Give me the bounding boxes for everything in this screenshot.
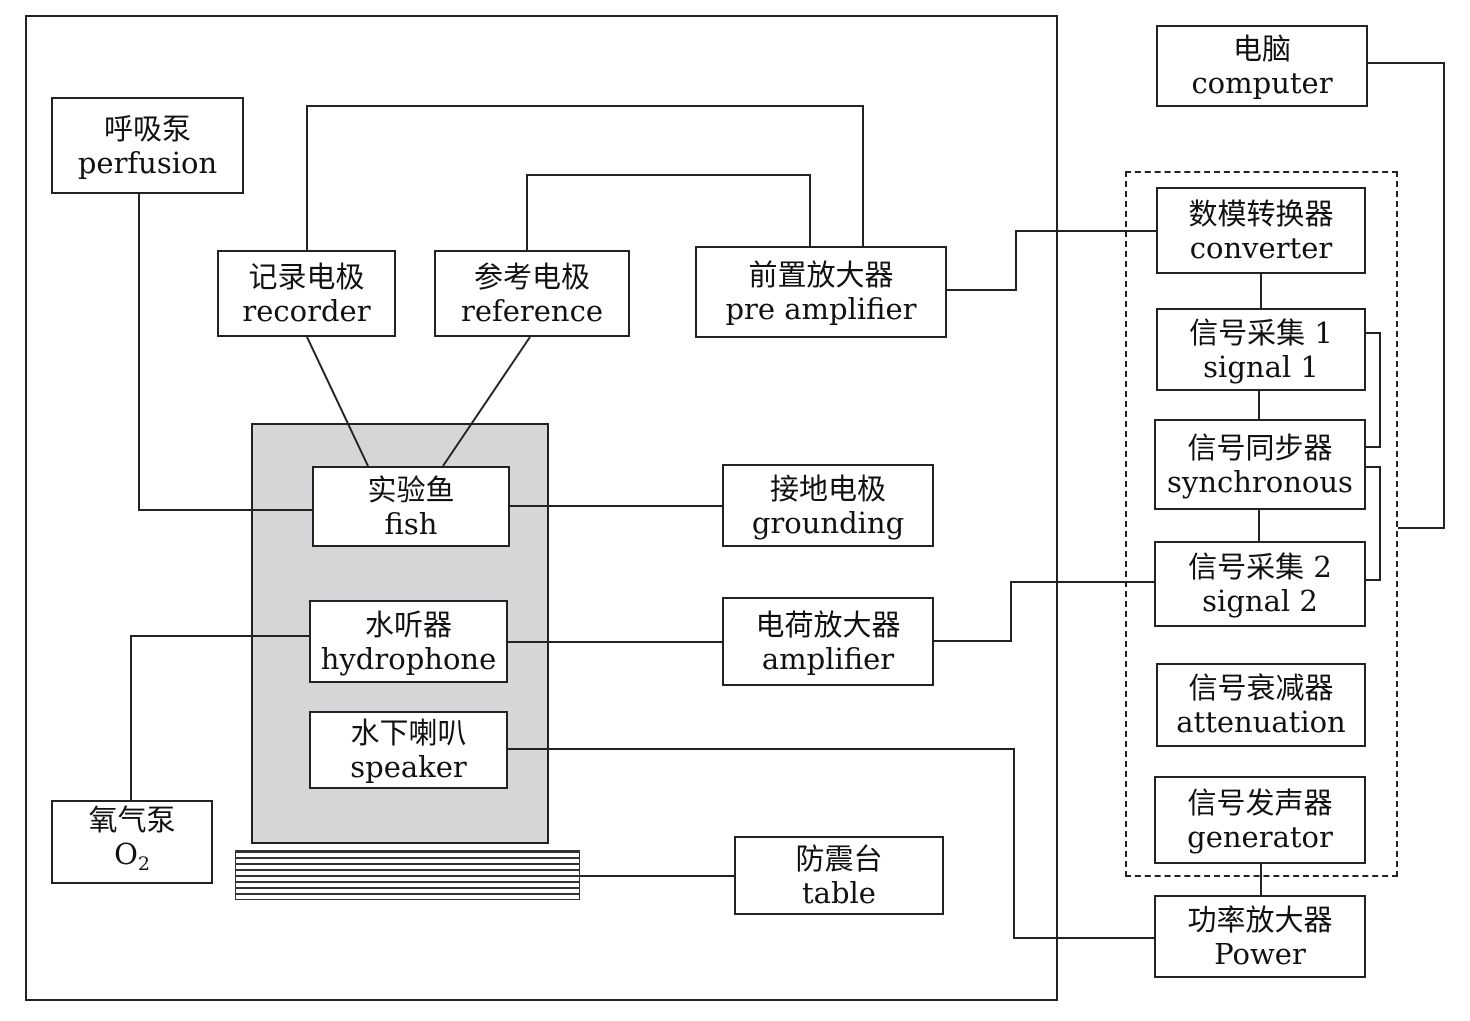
power-amplifier-box: 功率放大器 Power (1154, 895, 1366, 978)
grounding-cn: 接地电极 (769, 471, 886, 506)
speaker-cn: 水下喇叭 (350, 716, 467, 750)
signal2-cn: 信号采集 2 (1188, 550, 1332, 584)
fish-cn: 实验鱼 (367, 472, 455, 507)
perfusion-cn: 呼吸泵 (103, 111, 191, 146)
signal1-box: 信号采集 1 signal 1 (1156, 308, 1366, 391)
generator-cn: 信号发声器 (1187, 786, 1333, 820)
amplifier-en: amplifier (761, 641, 895, 676)
converter-box: 数模转换器 converter (1156, 187, 1366, 274)
generator-box: 信号发声器 generator (1154, 776, 1366, 864)
oxygen-en: O2 (114, 837, 150, 881)
signal1-cn: 信号采集 1 (1189, 315, 1333, 350)
experiment-enclosure (25, 15, 1058, 1001)
bracket-signal1-sync (1366, 332, 1381, 448)
line-recorder-preamp (306, 105, 864, 250)
perfusion-box: 呼吸泵 perfusion (51, 97, 244, 194)
line-computer-group (1368, 62, 1445, 529)
line-speaker-power (508, 748, 1154, 939)
converter-cn: 数模转换器 (1188, 196, 1334, 231)
fish-box: 实验鱼 fish (312, 466, 510, 547)
speaker-box: 水下喇叭 speaker (309, 711, 508, 789)
speaker-en: speaker (350, 750, 467, 784)
signal2-en: signal 2 (1202, 584, 1318, 618)
charge-amplifier-box: 电荷放大器 amplifier (722, 597, 934, 686)
line-reference-preamp (526, 174, 811, 250)
power-en: Power (1214, 936, 1306, 971)
pre-amplifier-cn: 前置放大器 (748, 258, 894, 292)
signal1-en: signal 1 (1203, 349, 1319, 384)
attenuation-en: attenuation (1176, 705, 1346, 739)
table-box: 防震台 table (734, 836, 944, 915)
table-en: table (802, 875, 876, 910)
hydrophone-cn: 水听器 (364, 607, 452, 642)
pre-amplifier-box: 前置放大器 pre amplifier (695, 246, 947, 338)
perfusion-en: perfusion (77, 145, 218, 180)
attenuation-cn: 信号衰减器 (1188, 671, 1334, 705)
line-reference-fish (442, 336, 531, 467)
synchronous-cn: 信号同步器 (1187, 430, 1333, 465)
recorder-cn: 记录电极 (248, 259, 365, 294)
line-oxygen-tank (130, 635, 309, 800)
generator-en: generator (1187, 820, 1333, 854)
synchronous-en: synchronous (1167, 464, 1353, 499)
line-preamp-converter (946, 230, 1156, 291)
line-amplifier-signal2 (934, 581, 1154, 642)
grounding-en: grounding (751, 505, 905, 540)
bracket-sync-signal2 (1366, 466, 1381, 581)
synchronous-box: 信号同步器 synchronous (1154, 419, 1366, 510)
hydrophone-en: hydrophone (320, 641, 497, 676)
fish-en: fish (384, 506, 438, 541)
computer-box: 电脑 computer (1156, 25, 1368, 107)
anti-vibration-table-graphic (235, 850, 580, 900)
attenuation-box: 信号衰减器 attenuation (1156, 663, 1366, 747)
line-recorder-fish (306, 336, 369, 467)
converter-en: converter (1189, 230, 1333, 265)
line-perfusion-fish (138, 194, 312, 511)
power-cn: 功率放大器 (1187, 902, 1333, 937)
oxygen-cn: 氧气泵 (88, 803, 176, 837)
reference-en: reference (460, 293, 604, 328)
hydrophone-box: 水听器 hydrophone (309, 600, 508, 683)
recorder-en: recorder (242, 293, 371, 328)
computer-en: computer (1191, 66, 1333, 100)
amplifier-cn: 电荷放大器 (755, 607, 901, 642)
reference-electrode-box: 参考电极 reference (434, 250, 630, 337)
grounding-electrode-box: 接地电极 grounding (722, 464, 934, 547)
pre-amplifier-en: pre amplifier (725, 292, 917, 326)
oxygen-en-main: O (114, 837, 138, 871)
reference-cn: 参考电极 (473, 259, 590, 294)
recorder-electrode-box: 记录电极 recorder (217, 250, 396, 337)
table-cn: 防震台 (795, 841, 883, 876)
oxygen-pump-box: 氧气泵 O2 (51, 800, 213, 884)
oxygen-en-subscript: 2 (137, 853, 150, 875)
computer-cn: 电脑 (1232, 32, 1291, 66)
signal2-box: 信号采集 2 signal 2 (1154, 541, 1366, 627)
